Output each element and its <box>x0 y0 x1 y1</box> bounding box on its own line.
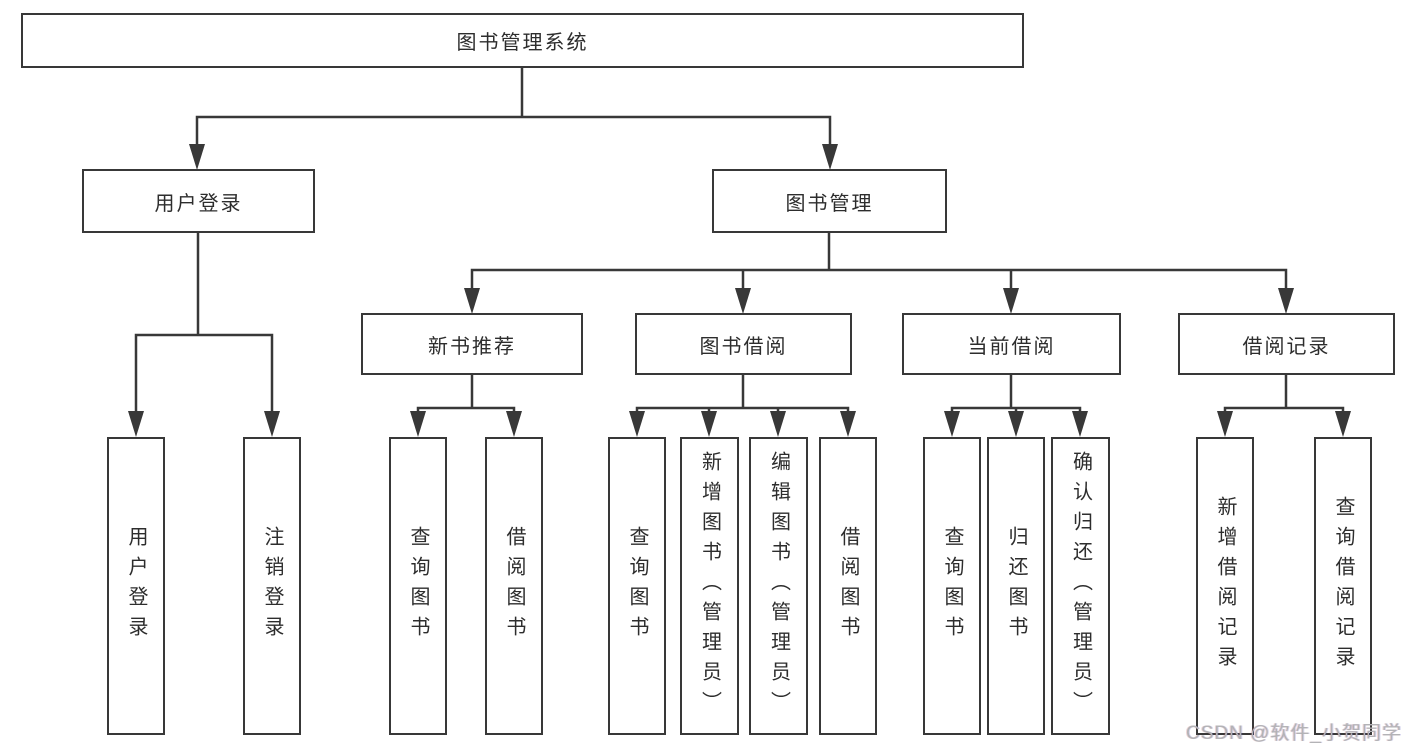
node-book-borrow: 图书借阅 <box>635 313 852 375</box>
watermark: CSDN @软件_小贺同学 <box>1186 723 1402 744</box>
leaf-query-books-current: 查询图书 <box>923 437 981 735</box>
node-borrow-records: 借阅记录 <box>1178 313 1395 375</box>
node-book-management: 图书管理 <box>712 169 947 233</box>
arrowheads <box>128 144 1351 437</box>
leaf-logout: 注销登录 <box>243 437 301 735</box>
node-user-login: 用户登录 <box>82 169 315 233</box>
leaf-confirm-return-admin: 确认归还（管理员） <box>1051 437 1110 735</box>
leaf-add-books-admin: 新增图书（管理员） <box>680 437 739 735</box>
leaf-user-login: 用户登录 <box>107 437 165 735</box>
node-new-book-recommend: 新书推荐 <box>361 313 583 375</box>
leaf-return-books: 归还图书 <box>987 437 1045 735</box>
leaf-query-books-recommend: 查询图书 <box>389 437 447 735</box>
leaf-query-books-borrow: 查询图书 <box>608 437 666 735</box>
node-library-management-system: 图书管理系统 <box>21 13 1024 68</box>
leaf-borrow-books: 借阅图书 <box>819 437 877 735</box>
leaf-borrow-books-recommend: 借阅图书 <box>485 437 543 735</box>
leaf-edit-books-admin: 编辑图书（管理员） <box>749 437 808 735</box>
leaf-add-borrow-record: 新增借阅记录 <box>1196 437 1254 735</box>
node-current-borrow: 当前借阅 <box>902 313 1121 375</box>
leaf-query-borrow-record: 查询借阅记录 <box>1314 437 1372 735</box>
